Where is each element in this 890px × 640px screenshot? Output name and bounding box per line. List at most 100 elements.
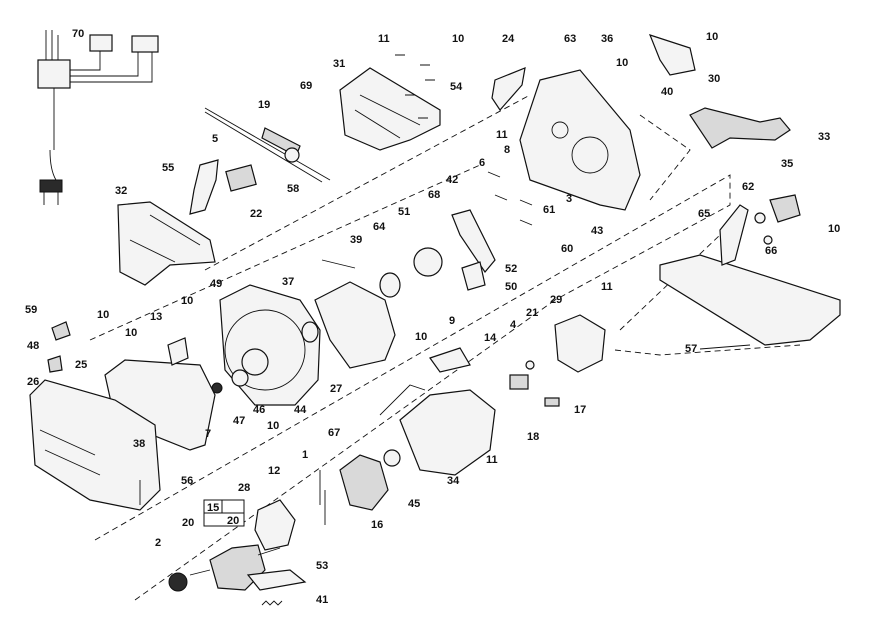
callout-32: 32: [115, 185, 127, 197]
callout-20: 20: [227, 515, 239, 527]
motor-cover-part: [29, 379, 161, 511]
callout-35: 35: [781, 158, 793, 170]
part-callout-labels: 70 19 5 55 22 58 32 11 31 69 10 24 63 36…: [25, 28, 840, 606]
callout-2: 2: [155, 537, 161, 549]
base-plate-part: [659, 254, 841, 346]
callout-47: 47: [233, 415, 245, 427]
callout-57: 57: [685, 343, 697, 355]
callout-10g: 10: [125, 327, 137, 339]
wiring-diagram: [37, 30, 159, 205]
handle-part: [117, 201, 216, 286]
callout-45: 45: [408, 498, 420, 510]
callout-40: 40: [661, 86, 673, 98]
callout-49: 49: [210, 278, 222, 290]
callout-28: 28: [238, 482, 250, 494]
callout-6: 6: [479, 157, 485, 169]
callout-11a: 11: [378, 33, 390, 45]
callout-39: 39: [350, 234, 362, 246]
callout-26: 26: [27, 376, 39, 388]
callout-37: 37: [282, 276, 294, 288]
boxed-callout-15-20: 15 20: [203, 499, 245, 527]
callout-10e: 10: [181, 295, 193, 307]
callout-64: 64: [373, 221, 386, 233]
callout-58: 58: [287, 183, 299, 195]
callout-11d: 11: [486, 454, 498, 466]
callout-53: 53: [316, 560, 328, 572]
callout-42: 42: [446, 174, 458, 186]
callout-20b: 20: [182, 517, 194, 529]
callout-30: 30: [708, 73, 720, 85]
callout-13: 13: [150, 311, 162, 323]
callout-69: 69: [300, 80, 312, 92]
callout-21: 21: [526, 307, 538, 319]
callout-17: 17: [574, 404, 586, 416]
cover-plate-part: [491, 67, 526, 111]
callout-16: 16: [371, 519, 383, 531]
callout-67: 67: [328, 427, 340, 439]
callout-54: 54: [450, 81, 463, 93]
callout-56: 56: [181, 475, 193, 487]
callout-24: 24: [502, 33, 515, 45]
callout-50: 50: [505, 281, 517, 293]
callout-55: 55: [162, 162, 174, 174]
callout-14: 14: [484, 332, 497, 344]
callout-11b: 11: [496, 129, 508, 141]
callout-36: 36: [601, 33, 613, 45]
callout-10a: 10: [452, 33, 464, 45]
callout-5: 5: [212, 133, 218, 145]
callout-65: 65: [698, 208, 710, 220]
callout-43: 43: [591, 225, 603, 237]
callout-38: 38: [133, 438, 145, 450]
callout-46: 46: [253, 404, 265, 416]
callout-33: 33: [818, 131, 830, 143]
callout-15: 15: [207, 502, 219, 514]
callout-59: 59: [25, 304, 37, 316]
callout-61: 61: [543, 204, 555, 216]
callout-70: 70: [72, 28, 84, 40]
callout-52: 52: [505, 263, 517, 275]
callout-10i: 10: [267, 420, 279, 432]
callout-66: 66: [765, 245, 777, 257]
callout-34: 34: [447, 475, 460, 487]
callout-7: 7: [205, 428, 211, 440]
callout-10f: 10: [97, 309, 109, 321]
callout-44: 44: [294, 404, 307, 416]
callout-41: 41: [316, 594, 328, 606]
gear-part: [413, 247, 443, 277]
screws: [139, 54, 751, 525]
callout-27: 27: [330, 383, 342, 395]
callout-12: 12: [268, 465, 280, 477]
switch-part: [225, 164, 257, 192]
callout-48: 48: [27, 340, 39, 352]
motor-housing-part: [399, 389, 496, 476]
callout-68: 68: [428, 189, 440, 201]
switch-lever-part: [189, 159, 219, 215]
auxiliary-handle-part: [689, 107, 791, 149]
callout-9: 9: [449, 315, 455, 327]
depth-stop-part: [648, 34, 696, 76]
callout-22: 22: [250, 208, 262, 220]
callout-60: 60: [561, 243, 573, 255]
field-coil-part: [339, 454, 389, 511]
callout-25: 25: [75, 359, 87, 371]
callout-3: 3: [566, 193, 572, 205]
callout-18: 18: [527, 431, 539, 443]
callout-10b: 10: [616, 57, 628, 69]
callout-10c: 10: [706, 31, 718, 43]
callout-62: 62: [742, 181, 754, 193]
callout-10h: 10: [415, 331, 427, 343]
callout-63: 63: [564, 33, 576, 45]
callout-11c: 11: [601, 281, 613, 293]
callout-8: 8: [504, 144, 510, 156]
callout-31: 31: [333, 58, 345, 70]
upper-guard-part: [314, 281, 396, 369]
power-cable: [204, 107, 331, 183]
callout-51: 51: [398, 206, 410, 218]
callout-4: 4: [510, 319, 517, 331]
callout-1: 1: [302, 449, 308, 461]
callout-29: 29: [550, 294, 562, 306]
callout-10d: 10: [828, 223, 840, 235]
assembly-guide-lines: [89, 94, 801, 601]
callout-19: 19: [258, 99, 270, 111]
